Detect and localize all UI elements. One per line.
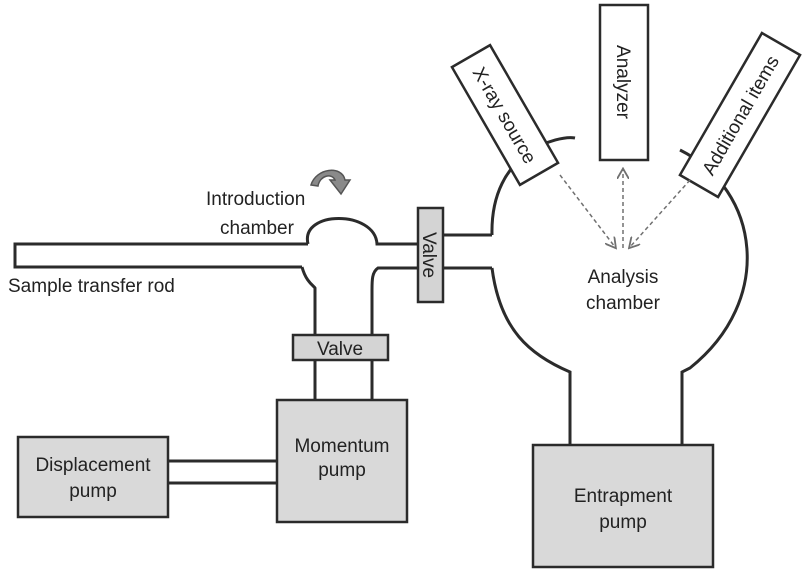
signal-arrows [559,170,691,248]
valve-horizontal: Valve [291,333,390,362]
additional-arrow [630,179,691,247]
entrapment-pump-label-line2: pump [599,512,647,533]
xray-source: X-ray source [450,43,560,187]
entrapment-pump: Entrapment pump [531,443,715,569]
displacement-pump: Displacement pump [16,435,170,519]
displacement-tubes [168,459,277,485]
analyzer-label: Analyzer [612,45,633,120]
curved-arrow-icon [310,169,352,196]
displacement-pump-label-line2: pump [69,481,117,502]
additional-items: Additional items [678,31,802,199]
momentum-pump-label-line2: pump [318,460,366,481]
momentum-pump: Momentum pump [275,398,409,524]
introduction-chamber-label-line1: Introduction [206,189,305,210]
valve-vertical: Valve [416,206,445,304]
entrapment-pump-label-line1: Entrapment [574,486,673,507]
analyzer: Analyzer [598,3,650,162]
analysis-chamber-label-line1: Analysis [588,267,659,288]
xray-arrow [559,174,615,247]
momentum-pump-label-line1: Momentum [294,436,389,457]
analysis-chamber-label-line2: chamber [586,293,661,314]
valve-horizontal-label: Valve [317,339,363,360]
sample-transfer-rod-label: Sample transfer rod [8,276,175,297]
momentum-pump-tubes [313,360,374,400]
sample-transfer-rod [13,242,308,269]
valve-vertical-label: Valve [418,232,439,278]
displacement-pump-label-line1: Displacement [35,455,151,476]
introduction-chamber [300,217,420,335]
introduction-chamber-label-line2: chamber [220,218,295,239]
